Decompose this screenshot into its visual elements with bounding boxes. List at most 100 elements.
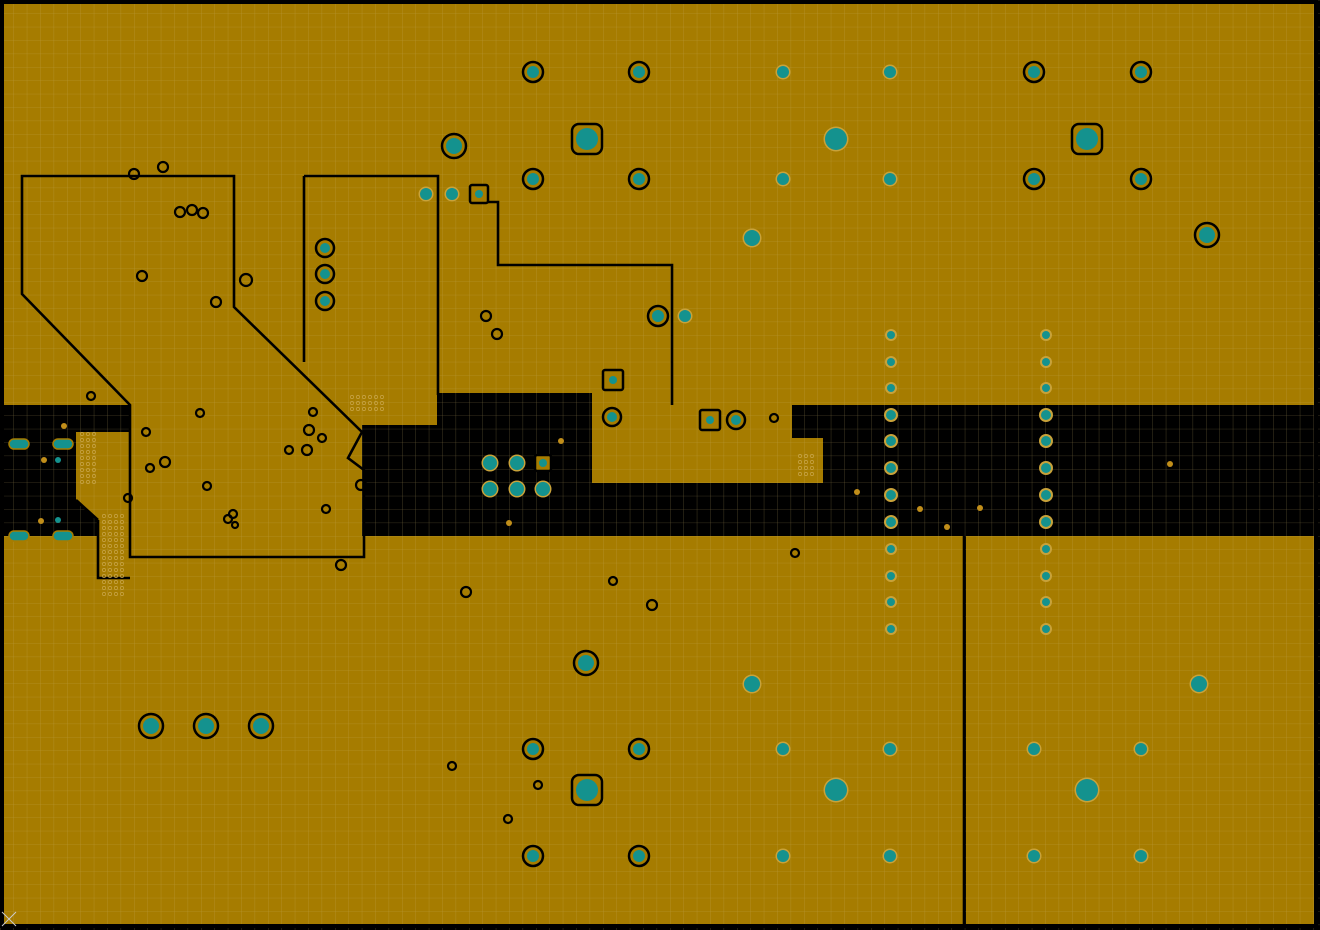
thermal-dot-2-6-3[interactable] (120, 550, 124, 554)
thermal-dot-2-5-0[interactable] (102, 544, 106, 548)
stitch-dot-6[interactable] (1167, 461, 1173, 467)
thermal-dot-2-7-0[interactable] (102, 556, 106, 560)
via-column-1-2[interactable] (1042, 384, 1050, 392)
drill-hole-7[interactable] (209, 295, 223, 309)
via-column-0-6[interactable] (886, 490, 896, 500)
stitch-dot-3[interactable] (917, 506, 923, 512)
plain-via-9[interactable] (744, 676, 760, 692)
thermal-dot-2-1-0[interactable] (102, 520, 106, 524)
thermal-dot-2-10-3[interactable] (120, 574, 124, 578)
thermal-dot-3-1-2[interactable] (810, 460, 814, 464)
thermal-dot-1-7-1[interactable] (86, 474, 90, 478)
thermal-dot-2-10-0[interactable] (102, 574, 106, 578)
drill-hole-1[interactable] (156, 160, 170, 174)
thermal-dot-1-6-2[interactable] (92, 468, 96, 472)
thermal-dot-2-13-1[interactable] (108, 592, 112, 596)
via-1[interactable] (633, 66, 645, 78)
via-19[interactable] (731, 415, 741, 425)
thermal-dot-0-1-5[interactable] (380, 401, 384, 405)
thermal-dot-2-8-2[interactable] (114, 562, 118, 566)
via-column-1-5[interactable] (1041, 463, 1051, 473)
thermal-dot-0-1-2[interactable] (362, 401, 366, 405)
drill-hole-32[interactable] (645, 598, 659, 612)
thermal-dot-2-9-2[interactable] (114, 568, 118, 572)
slot-pad-3[interactable] (52, 530, 74, 542)
thermal-dot-0-2-4[interactable] (374, 407, 378, 411)
drill-hole-11[interactable] (158, 455, 172, 469)
thermal-dot-2-13-2[interactable] (114, 592, 118, 596)
drill-hole-28[interactable] (768, 412, 780, 424)
plain-via-24[interactable] (510, 482, 524, 496)
via-column-1-8[interactable] (1042, 545, 1050, 553)
plain-via-17[interactable] (777, 850, 789, 862)
via-column-1-6[interactable] (1041, 490, 1051, 500)
thermal-dot-2-4-1[interactable] (108, 538, 112, 542)
thermal-dot-1-0-0[interactable] (80, 432, 84, 436)
slot-pad-0[interactable] (8, 438, 30, 450)
thermal-dot-0-2-2[interactable] (362, 407, 366, 411)
square-pad-via-3[interactable] (539, 459, 547, 467)
drill-hole-8[interactable] (85, 390, 97, 402)
via-column-0-9[interactable] (887, 572, 895, 580)
stitch-dot-4[interactable] (944, 524, 950, 530)
via-column-0-2[interactable] (887, 384, 895, 392)
thermal-dot-0-1-4[interactable] (374, 401, 378, 405)
plain-via-7[interactable] (446, 188, 458, 200)
thermal-dot-3-2-1[interactable] (804, 466, 808, 470)
via-column-0-5[interactable] (886, 463, 896, 473)
slot-pad-2[interactable] (8, 530, 30, 542)
drill-hole-29[interactable] (789, 547, 801, 559)
drill-hole-35[interactable] (502, 813, 514, 825)
plain-via-19[interactable] (1028, 850, 1040, 862)
thermal-dot-2-11-0[interactable] (102, 580, 106, 584)
via-15[interactable] (527, 743, 539, 755)
via-12[interactable] (143, 718, 159, 734)
plain-via-14[interactable] (1135, 743, 1147, 755)
drill-hole-22[interactable] (230, 520, 240, 530)
thermal-dot-2-2-2[interactable] (114, 526, 118, 530)
via-column-1-3[interactable] (1041, 410, 1051, 420)
via-0[interactable] (527, 66, 539, 78)
stitch-dot-2[interactable] (854, 489, 860, 495)
plain-via-5[interactable] (679, 310, 691, 322)
thermal-dot-2-4-3[interactable] (120, 538, 124, 542)
via-9[interactable] (1199, 227, 1215, 243)
thermal-dot-1-6-1[interactable] (86, 468, 90, 472)
thermal-dot-2-7-3[interactable] (120, 556, 124, 560)
drill-hole-0[interactable] (127, 167, 141, 181)
drill-hole-4[interactable] (196, 206, 210, 220)
thermal-dot-2-13-0[interactable] (102, 592, 106, 596)
thermal-dot-3-2-2[interactable] (810, 466, 814, 470)
thermal-dot-1-2-1[interactable] (86, 444, 90, 448)
via-3[interactable] (1135, 66, 1147, 78)
drill-hole-25[interactable] (334, 558, 348, 572)
thermal-dot-3-0-2[interactable] (810, 454, 814, 458)
thermal-dot-2-12-0[interactable] (102, 586, 106, 590)
via-column-0-0[interactable] (887, 331, 895, 339)
thermal-dot-1-1-1[interactable] (86, 438, 90, 442)
thermal-dot-2-5-3[interactable] (120, 544, 124, 548)
drill-hole-15[interactable] (302, 423, 316, 437)
thermal-dot-2-2-0[interactable] (102, 526, 106, 530)
thermal-dot-2-4-0[interactable] (102, 538, 106, 542)
via-column-0-7[interactable] (886, 517, 896, 527)
thermal-dot-3-1-1[interactable] (804, 460, 808, 464)
thermal-dot-0-2-5[interactable] (380, 407, 384, 411)
thermal-dot-2-6-0[interactable] (102, 550, 106, 554)
plain-via-3[interactable] (884, 173, 896, 185)
drill-hole-33[interactable] (446, 760, 458, 772)
plain-via-15[interactable] (825, 779, 847, 801)
thermal-dot-1-3-0[interactable] (80, 450, 84, 454)
thermal-dot-3-3-2[interactable] (810, 472, 814, 476)
thermal-dot-2-3-3[interactable] (120, 532, 124, 536)
via-7[interactable] (1135, 173, 1147, 185)
plain-via-16[interactable] (1076, 779, 1098, 801)
plain-via-10[interactable] (1191, 676, 1207, 692)
drill-hole-3[interactable] (185, 203, 199, 217)
thermal-dot-0-0-4[interactable] (374, 395, 378, 399)
drill-hole-34[interactable] (532, 779, 544, 791)
stitch-dot-5[interactable] (977, 505, 983, 511)
via-20[interactable] (607, 412, 617, 422)
thermal-dot-2-12-1[interactable] (108, 586, 112, 590)
thermal-dot-2-3-2[interactable] (114, 532, 118, 536)
